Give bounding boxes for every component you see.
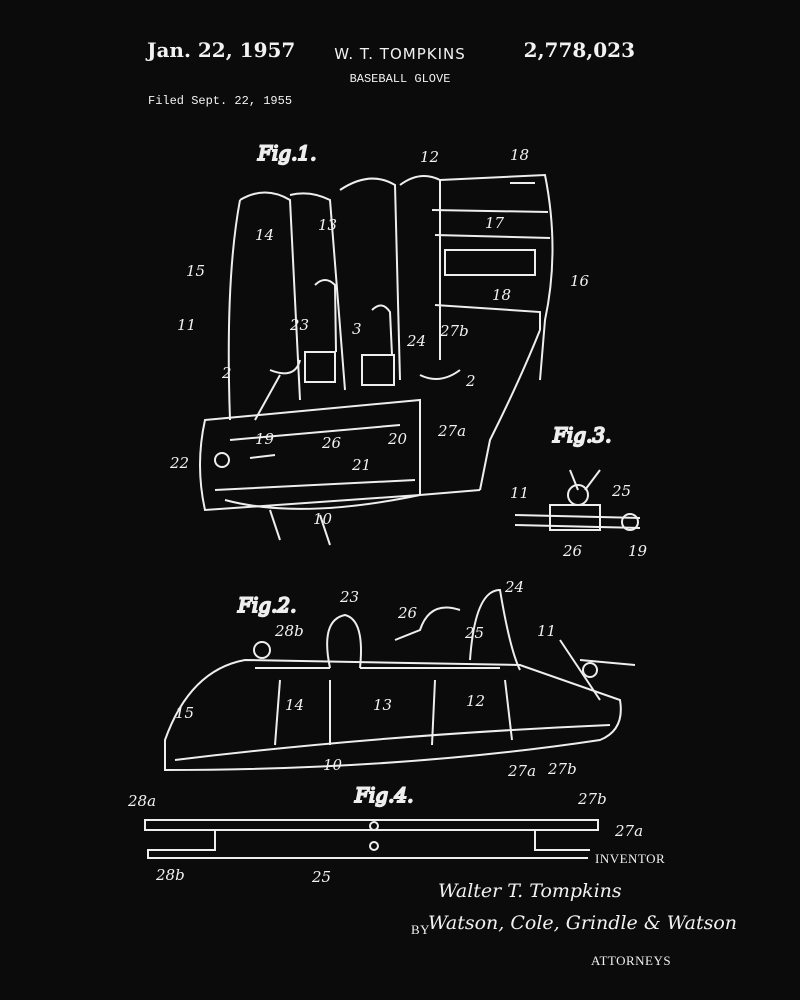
- reference-numeral: 13: [318, 216, 337, 234]
- fig4-label: Fig.4.: [354, 783, 414, 807]
- reference-numeral: 25: [464, 624, 484, 642]
- fig3-drawing: [514, 469, 641, 531]
- reference-numeral: 3: [352, 320, 362, 338]
- inventor-name: W. T. TOMPKINS: [334, 45, 466, 63]
- fig1-label: Fig.1.: [257, 141, 317, 165]
- reference-numeral: 28b: [155, 866, 185, 884]
- reference-numeral: 2: [221, 364, 232, 382]
- by-label: BY: [411, 922, 431, 937]
- reference-numeral: 21: [351, 456, 371, 474]
- reference-numeral: 15: [175, 704, 194, 722]
- reference-numeral: 18: [492, 286, 511, 304]
- reference-numeral: 25: [611, 482, 631, 500]
- fig2-label: Fig.2.: [237, 593, 297, 617]
- reference-numeral: 27b: [547, 760, 577, 778]
- reference-numeral: 11: [510, 484, 529, 502]
- fig4-numerals: 28a 27b 27a 28b 25: [127, 790, 643, 886]
- reference-numeral: 11: [537, 622, 556, 640]
- fig1-numerals: 12 18 13 14 17 15 16 11 23 3 24 27b 18 2…: [169, 146, 590, 528]
- reference-numeral: 25: [311, 868, 331, 886]
- fig1-glove-drawing: [199, 173, 554, 546]
- reference-numeral: 27a: [614, 822, 643, 840]
- reference-numeral: 24: [504, 578, 524, 596]
- reference-numeral: 20: [387, 430, 408, 448]
- reference-numeral: 10: [313, 510, 333, 528]
- reference-numeral: 14: [255, 226, 274, 244]
- fig3-numerals: 11 25 26 19: [510, 482, 648, 560]
- reference-numeral: 26: [321, 434, 342, 452]
- filed-date: Filed Sept. 22, 1955: [148, 94, 293, 108]
- attorneys-signature: Watson, Cole, Grindle & Watson: [428, 912, 738, 934]
- reference-numeral: 22: [169, 454, 189, 472]
- patent-date: Jan. 22, 1957: [147, 38, 296, 62]
- patent-title: BASEBALL GLOVE: [349, 72, 451, 86]
- inventor-signature: Walter T. Tompkins: [438, 880, 622, 902]
- reference-numeral: 16: [570, 272, 590, 290]
- reference-numeral: 28b: [274, 622, 304, 640]
- fig3-label: Fig.3.: [552, 423, 612, 447]
- reference-numeral: 12: [420, 148, 439, 166]
- reference-numeral: 24: [406, 332, 426, 350]
- reference-numeral: 2: [465, 372, 476, 390]
- reference-numeral: 28a: [127, 792, 156, 810]
- reference-numeral: 26: [397, 604, 418, 622]
- inventor-caption: INVENTOR: [595, 851, 666, 866]
- reference-numeral: 19: [628, 542, 648, 560]
- reference-numeral: 12: [466, 692, 485, 710]
- attorneys-caption: ATTORNEYS: [591, 953, 672, 968]
- reference-numeral: 23: [289, 316, 309, 334]
- reference-numeral: 15: [186, 262, 205, 280]
- reference-numeral: 10: [323, 756, 343, 774]
- patent-number: 2,778,023: [523, 38, 635, 62]
- reference-numeral: 23: [339, 588, 359, 606]
- fig2-drawing: [164, 588, 636, 772]
- reference-numeral: 11: [177, 316, 196, 334]
- reference-numeral: 27a: [437, 422, 466, 440]
- reference-numeral: 17: [485, 214, 505, 232]
- reference-numeral: 19: [255, 430, 275, 448]
- reference-numeral: 27b: [439, 322, 469, 340]
- reference-numeral: 27b: [577, 790, 607, 808]
- fig2-numerals: 23 24 26 25 11 28b 14 13 12 15 10 27a 27…: [175, 578, 577, 780]
- reference-numeral: 18: [510, 146, 529, 164]
- reference-numeral: 26: [562, 542, 583, 560]
- reference-numeral: 13: [373, 696, 392, 714]
- reference-numeral: 27a: [507, 762, 536, 780]
- fig4-drawing: [144, 819, 599, 859]
- reference-numeral: 14: [285, 696, 304, 714]
